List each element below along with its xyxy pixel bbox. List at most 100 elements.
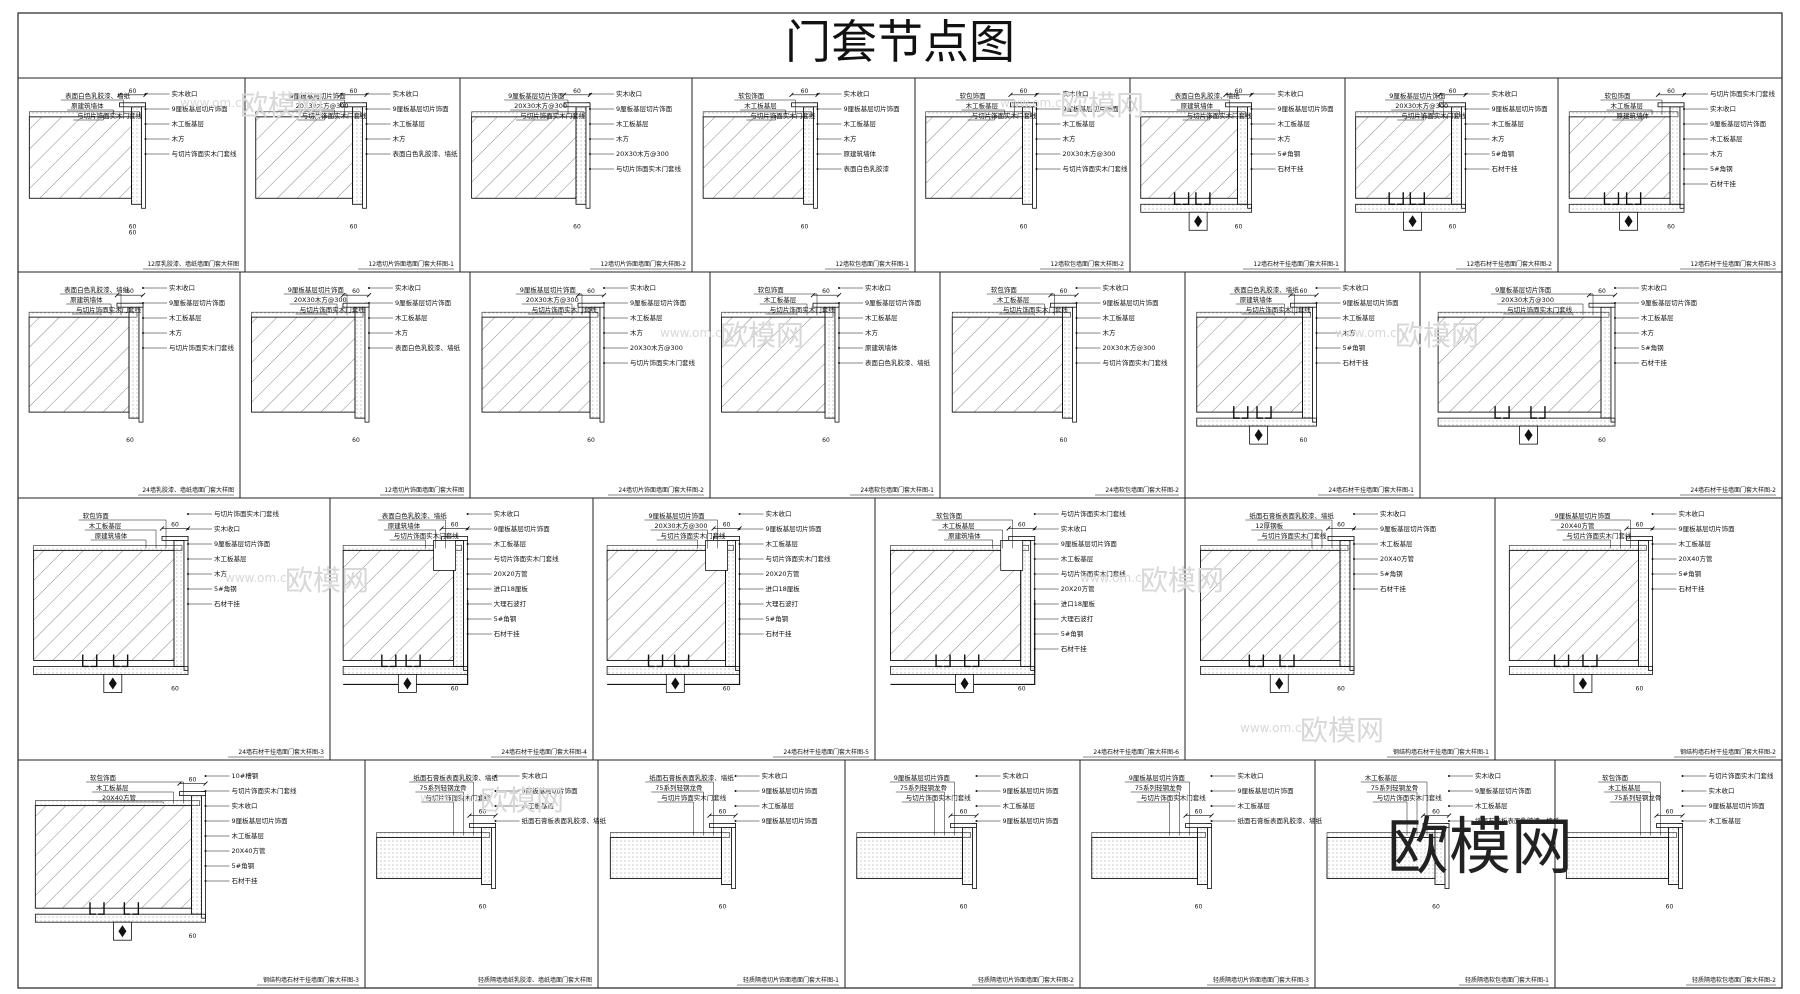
leader-dot xyxy=(1683,138,1685,140)
material-label: 大理石波打 xyxy=(494,599,527,608)
dimension-label: 60 xyxy=(822,288,830,295)
watermark-site: www.om.cn xyxy=(1240,721,1309,735)
leader-dot xyxy=(603,302,605,304)
material-label: 木工板基层 xyxy=(1061,554,1094,563)
stone-cladding xyxy=(34,913,206,923)
dimension-label: 60 xyxy=(129,88,137,95)
leader-dot xyxy=(1075,302,1078,304)
angle-steel-bracket xyxy=(1553,654,1561,668)
dimension-tick xyxy=(733,813,738,818)
material-label: 表面白色乳胶漆、墙纸 xyxy=(382,511,448,520)
angle-steel-bracket xyxy=(112,654,120,668)
material-label: 表面白色乳胶漆、墙纸 xyxy=(1175,91,1241,100)
material-label: 20X40方管 xyxy=(1679,554,1713,563)
leader-dot xyxy=(187,513,189,515)
material-label: 木工板基层 xyxy=(1063,119,1096,128)
material-label: 木工板基层 xyxy=(616,119,649,128)
detail-panel: 6060软包饰面木工板基层原建筑墙体与切片饰面实木门套线实木收口9厘板基层切片饰… xyxy=(33,509,324,758)
material-label: 木工板基层 xyxy=(865,313,898,322)
detail-caption: 12墙软包墙面门套大样图-1 xyxy=(835,260,909,268)
dimension-tick xyxy=(117,92,122,98)
door-architrave xyxy=(1290,302,1317,308)
wall-section-hatch xyxy=(471,116,577,199)
material-label: 与切片饰面实木门套线 xyxy=(661,793,727,802)
leader-dot xyxy=(1353,543,1355,545)
material-label: 实木收口 xyxy=(232,801,258,810)
leader-dot xyxy=(734,790,737,792)
material-label: 木工板基层 xyxy=(393,119,426,128)
dimension-tick xyxy=(1008,92,1013,98)
leader-dot xyxy=(738,513,741,515)
leader-dot xyxy=(204,805,207,807)
wall-section-hatch xyxy=(376,837,482,880)
leader-dot xyxy=(365,138,368,140)
material-label: 5#角钢 xyxy=(1679,569,1702,578)
wall-section-hatch xyxy=(251,316,356,413)
leader-dot xyxy=(738,603,741,605)
leader-dot xyxy=(734,805,737,807)
material-label: 实木收口 xyxy=(1061,524,1087,533)
detail-caption: 12厚乳胶漆、墙纸墙面门套大样图 xyxy=(147,260,239,268)
material-label: 石材干挂 xyxy=(1061,644,1088,653)
material-label: 原建筑墙体 xyxy=(1616,111,1649,120)
leader-dot xyxy=(1353,513,1355,515)
wall-section-hatch xyxy=(1565,837,1669,880)
sheet-title: 门套节点图 xyxy=(785,15,1015,69)
leader-dot xyxy=(1651,558,1654,560)
detail-panel: 60609厘板基层切片饰面20X30木方@300与切片饰面实木门套线实木收口9厘… xyxy=(459,78,686,272)
material-label: 9厘板基层切片饰面 xyxy=(1061,539,1118,548)
material-label: 木方 xyxy=(1343,328,1357,337)
door-frame-casing xyxy=(962,827,973,886)
dimension-label: 60 xyxy=(1432,904,1440,911)
material-label: 与切片饰面实木门套线 xyxy=(766,554,832,563)
leader-dot xyxy=(1315,317,1318,319)
material-label: 木工板基层 xyxy=(1610,101,1643,110)
angle-steel-bracket xyxy=(1203,192,1211,205)
stone-cladding xyxy=(1508,666,1653,675)
leader-dot xyxy=(1464,138,1467,140)
material-label: 实木收口 xyxy=(1278,89,1304,98)
material-label: 20X40方管 xyxy=(1380,554,1414,563)
material-label: 木工板基层 xyxy=(630,313,663,322)
dimension-label: 60 xyxy=(451,685,459,692)
dimension-tick xyxy=(1420,813,1426,818)
leader-dot xyxy=(838,302,840,304)
dimension-label: 60 xyxy=(352,288,360,295)
leader-dot xyxy=(466,528,469,530)
leader-dot xyxy=(365,123,368,125)
stone-cladding xyxy=(33,666,189,675)
door-architrave xyxy=(1656,823,1683,828)
dimension-label: 60 xyxy=(1598,288,1606,295)
material-label: 75系列轻钢龙骨 xyxy=(1135,783,1182,792)
material-label: 木工板基层 xyxy=(214,554,247,563)
material-label: 软包饰面 xyxy=(1602,773,1629,782)
dimension-tick xyxy=(948,813,953,818)
material-label: 与切片饰面实木门套线 xyxy=(169,343,235,352)
material-label: 实木收口 xyxy=(1709,786,1735,795)
watermarks: 欧模网www.om.cn欧模网www.om.cn欧模网www.om.cn欧模网w… xyxy=(180,89,1573,883)
dimension-label: 60 xyxy=(189,777,197,784)
material-label: 12厚钢板 xyxy=(1255,521,1283,530)
dimension-label: 60 xyxy=(1060,437,1068,444)
material-label: 与切片饰面实木门套线 xyxy=(1377,793,1443,802)
dimension-label: 60 xyxy=(350,88,358,95)
leader-dot xyxy=(144,93,147,95)
stone-cladding xyxy=(1140,203,1252,213)
detail-caption: 24墙石材干挂墙面门套大样图-3 xyxy=(238,748,324,756)
detail-caption: 轻质隔墙切片饰面墙面门套大样图-3 xyxy=(1213,976,1309,984)
wall-section-hatch xyxy=(1200,549,1341,661)
clip-anchor-symbol xyxy=(960,677,969,690)
door-frame-casing xyxy=(1197,827,1208,886)
watermark-site: www.om.cn xyxy=(420,791,489,805)
material-label: 木工板基层 xyxy=(89,521,122,530)
leader-dot xyxy=(1464,108,1467,110)
material-label: 9厘板基层切片饰面 xyxy=(395,298,452,307)
material-label: 纸面石膏板表面乳胶漆、墙纸 xyxy=(413,773,498,782)
watermark-site: www.om.cn xyxy=(225,571,294,585)
material-label: 木工板基层 xyxy=(1238,801,1271,810)
material-label: 9厘板基层切片饰面 xyxy=(1063,104,1120,113)
dimension-label: 60 xyxy=(1432,809,1440,816)
angle-steel-bracket xyxy=(1195,192,1202,205)
leader-dot xyxy=(1651,513,1654,515)
